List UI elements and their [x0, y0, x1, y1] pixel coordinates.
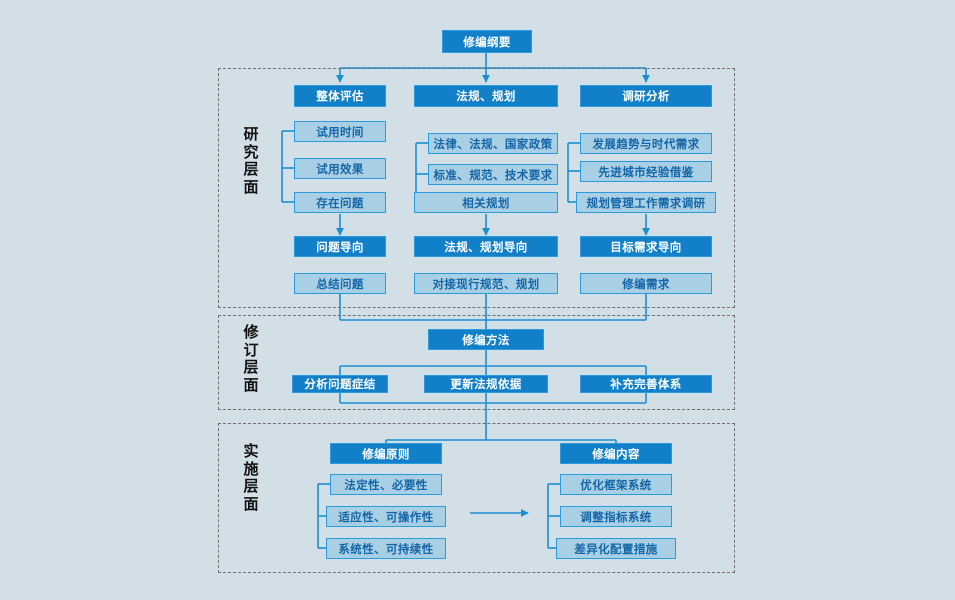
- node-revision-header[interactable]: 修编方法: [428, 329, 544, 350]
- revision-label-char-3: 面: [243, 376, 259, 395]
- node-research-col1-item1[interactable]: 标准、规范、技术要求: [428, 164, 558, 185]
- node-impl-group1-item1[interactable]: 调整指标系统: [560, 506, 672, 527]
- node-research-col2-orientation[interactable]: 目标需求导向: [580, 236, 712, 257]
- node-research-col2-header[interactable]: 调研分析: [580, 85, 712, 107]
- node-research-col1-orientation[interactable]: 法规、规划导向: [414, 236, 558, 257]
- implementation-layer-label: 实 施 层 面: [236, 442, 266, 514]
- revision-layer-container: [218, 315, 735, 410]
- node-research-col1-item2[interactable]: 相关规划: [414, 192, 558, 213]
- research-label-char-3: 面: [243, 178, 259, 197]
- node-research-col0-orientation[interactable]: 问题导向: [294, 236, 386, 257]
- research-label-char-0: 研: [243, 125, 259, 143]
- node-revision-item0[interactable]: 分析问题症结: [292, 375, 388, 393]
- node-research-col1-item0[interactable]: 法律、法规、国家政策: [428, 133, 558, 154]
- node-impl-group1-item0[interactable]: 优化框架系统: [560, 474, 672, 495]
- node-revision-item1[interactable]: 更新法规依据: [424, 375, 548, 393]
- node-research-col2-item2[interactable]: 规划管理工作需求调研: [576, 192, 716, 213]
- node-research-col1-outcome[interactable]: 对接现行规范、规划: [414, 273, 558, 294]
- node-title-outline[interactable]: 修编纲要: [442, 30, 532, 53]
- node-revision-item2[interactable]: 补充完善体系: [580, 375, 712, 393]
- research-layer-container: [218, 68, 735, 308]
- node-impl-group1-item2[interactable]: 差异化配置措施: [556, 538, 676, 559]
- node-impl-group0-item0[interactable]: 法定性、必要性: [330, 474, 442, 495]
- revision-label-char-2: 层: [243, 358, 259, 377]
- revision-label-char-1: 订: [243, 340, 259, 359]
- implementation-label-char-2: 层: [243, 477, 259, 496]
- node-research-col0-item0[interactable]: 试用时间: [294, 121, 386, 142]
- implementation-label-char-1: 施: [243, 459, 259, 478]
- node-impl-group0-item1[interactable]: 适应性、可操作性: [326, 506, 446, 527]
- node-research-col0-header[interactable]: 整体评估: [294, 85, 386, 107]
- node-impl-group1-header[interactable]: 修编内容: [560, 443, 672, 464]
- revision-layer-label: 修 订 层 面: [236, 323, 266, 395]
- implementation-label-char-0: 实: [243, 442, 259, 460]
- implementation-layer-container: [218, 423, 735, 573]
- node-impl-group0-header[interactable]: 修编原则: [330, 443, 442, 464]
- node-impl-group0-item2[interactable]: 系统性、可持续性: [326, 538, 446, 559]
- implementation-label-char-3: 面: [243, 495, 259, 514]
- node-research-col0-item2[interactable]: 存在问题: [294, 192, 386, 213]
- research-label-char-1: 究: [243, 142, 259, 161]
- research-layer-label: 研 究 层 面: [236, 125, 266, 197]
- node-research-col0-item1[interactable]: 试用效果: [294, 158, 386, 179]
- node-research-col1-header[interactable]: 法规、规划: [414, 85, 558, 107]
- research-label-char-2: 层: [243, 160, 259, 179]
- node-research-col2-item0[interactable]: 发展趋势与时代需求: [580, 133, 712, 154]
- revision-label-char-0: 修: [243, 323, 259, 341]
- node-research-col2-item1[interactable]: 先进城市经验借鉴: [580, 161, 712, 182]
- node-research-col0-outcome[interactable]: 总结问题: [294, 273, 386, 294]
- node-research-col2-outcome[interactable]: 修编需求: [580, 273, 712, 294]
